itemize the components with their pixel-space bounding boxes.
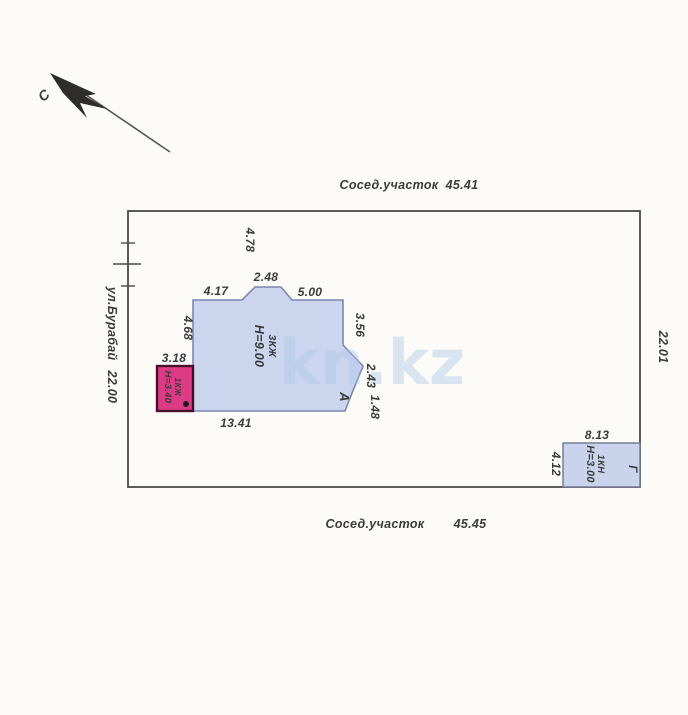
top-boundary-length: 45.41 — [445, 178, 479, 192]
right-boundary-length: 22.01 — [656, 330, 670, 364]
dim-right-side: 3.56 — [353, 313, 367, 338]
main-building-type: 3КЖ — [266, 335, 278, 359]
bottom-boundary-length: 45.45 — [453, 517, 488, 531]
dim-right-lower: 1.48 — [368, 395, 382, 420]
dim-bottom-side: 13.41 — [220, 416, 252, 430]
watermark-text: kn.kz — [279, 326, 465, 399]
street-label: ул.Бурабай 22.00 — [105, 286, 119, 404]
garage-building-footprint — [562, 442, 641, 488]
annex-building-type: 1КЖ — [173, 378, 183, 398]
dim-garage-width: 8.13 — [585, 428, 610, 442]
north-arrow: С — [35, 73, 171, 153]
dim-annex-width: 3.18 — [162, 351, 187, 365]
garage-building-label: 1КН Н=3.00 — [584, 445, 606, 483]
main-building-height: Н=9.00 — [252, 325, 266, 367]
bottom-boundary-label: Сосед.участок — [326, 517, 425, 531]
garage-building-type: 1КН — [595, 455, 606, 475]
left-boundary-length: 22.00 — [105, 369, 119, 403]
annex-survey-dot — [183, 401, 189, 407]
north-label: С — [35, 85, 54, 104]
annex-building-label: 1КЖ Н=3.40 — [162, 371, 183, 404]
street-name: ул.Бурабай — [105, 286, 119, 361]
dim-garage-depth: 4.12 — [549, 451, 563, 477]
dim-top-offset: 4.78 — [243, 227, 257, 253]
main-building-label: 3КЖ Н=9.00 — [252, 325, 278, 367]
top-boundary-label: Сосед.участок — [340, 178, 439, 192]
dim-top-left: 4.17 — [203, 284, 230, 298]
dim-left-side: 4.68 — [181, 315, 195, 341]
dim-bump-width: 2.48 — [253, 270, 279, 284]
garage-building-letter: Г — [626, 465, 640, 473]
plot-boundary — [127, 210, 641, 488]
annex-building-height: Н=3.40 — [162, 371, 173, 404]
garage-building-height: Н=3.00 — [584, 445, 596, 483]
dim-top-right: 5.00 — [298, 285, 323, 299]
dim-chamfer: 2.43 — [364, 363, 378, 389]
main-building-letter: А — [337, 391, 352, 402]
north-arrow-head — [50, 73, 107, 118]
boundary-survey-ticks — [113, 242, 141, 287]
main-building-footprint — [192, 286, 364, 412]
